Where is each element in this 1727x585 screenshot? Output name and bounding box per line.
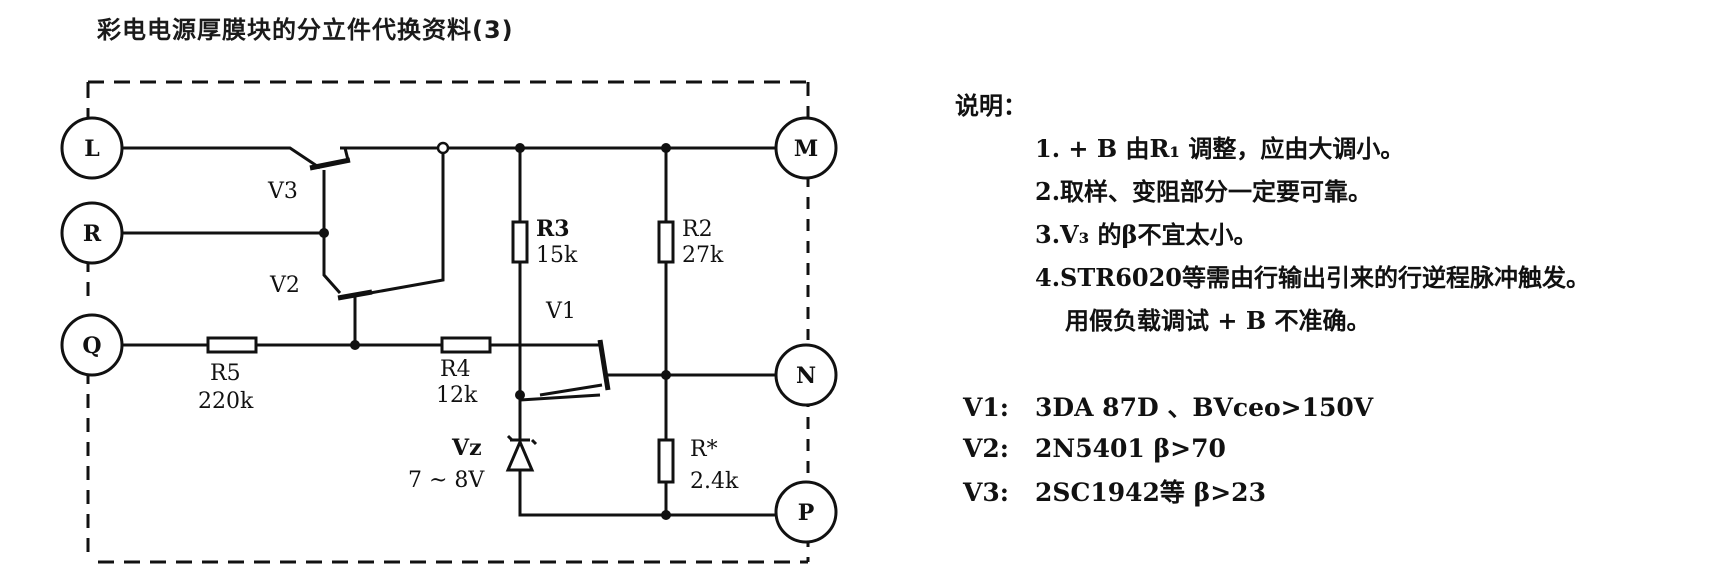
circuit-diagram: L R Q M N P V3 V2 V1 R3 15k R2 27k R5 22… xyxy=(60,80,838,564)
v2-transistor xyxy=(337,289,373,301)
part-row: V1: 3DA 87D 、BVceo>150V xyxy=(963,388,1373,424)
rstar-label: R* xyxy=(690,437,718,462)
terminal-m-label: M xyxy=(794,136,818,162)
terminal-m xyxy=(774,116,838,180)
part-name: V2: xyxy=(963,434,1010,463)
part-spec: 2SC1942等 β>23 xyxy=(1035,478,1266,507)
vz-value: 7 ~ 8V xyxy=(408,468,485,493)
v3-label: V3 xyxy=(267,179,298,204)
r3-label: R3 xyxy=(536,216,570,242)
note-item: 1. + B 由R₁ 调整，应由大调小。 xyxy=(1035,134,1405,163)
terminal-p-label: P xyxy=(798,500,815,526)
r4-resistor xyxy=(440,336,492,354)
part-spec: 2N5401 β>70 xyxy=(1035,434,1226,463)
terminal-q xyxy=(60,313,124,377)
r3-value: 15k xyxy=(536,243,578,268)
note-item-continuation: 用假负载调试 + B 不准确。 xyxy=(1065,306,1371,335)
parts-list: V1: 3DA 87D 、BVceo>150V V2: 2N5401 β>70 V3… xyxy=(963,388,1373,519)
r5-resistor xyxy=(206,336,258,354)
note-item: 2.取样、变阻部分一定要可靠。 xyxy=(1035,177,1373,206)
r4-label: R4 xyxy=(440,357,471,382)
note-item: 4.STR6020等需由行输出引来的行逆程脉冲触发。 xyxy=(1035,263,1590,292)
terminal-l xyxy=(60,116,124,180)
terminal-p xyxy=(774,480,838,544)
v1-transistor xyxy=(597,339,611,391)
terminal-n-label: N xyxy=(796,363,816,389)
r5-label: R5 xyxy=(210,361,241,386)
r2-label: R2 xyxy=(682,217,713,242)
vz-zener-diode xyxy=(505,434,538,480)
terminal-q-label: Q xyxy=(82,333,101,359)
part-row: V3: 2SC1942等 β>23 xyxy=(963,473,1373,509)
r2-resistor xyxy=(657,220,675,264)
notes-section: 说明： 1. + B 由R₁ 调整，应由大调小。 2.取样、变阻部分一定要可靠。… xyxy=(955,86,1590,336)
r3-resistor xyxy=(511,220,529,264)
terminal-n xyxy=(774,343,838,407)
r4-value: 12k xyxy=(436,383,478,408)
r2-value: 27k xyxy=(682,243,724,268)
terminal-l-label: L xyxy=(84,136,99,162)
v3-transistor xyxy=(309,157,351,171)
r5-value: 220k xyxy=(198,389,254,414)
v2-label: V2 xyxy=(269,273,300,298)
part-row: V2: 2N5401 β>70 xyxy=(963,434,1373,463)
part-name: V3: xyxy=(963,478,1010,507)
part-name: V1: xyxy=(963,393,1010,422)
notes-heading: 说明： xyxy=(955,91,1027,120)
terminal-r xyxy=(60,201,124,265)
vz-label: Vz xyxy=(451,435,482,461)
rstar-value: 2.4k xyxy=(690,469,739,494)
terminal-r-label: R xyxy=(83,221,102,247)
wire-v3-v2 xyxy=(322,170,342,294)
page-title: 彩电电源厚膜块的分立件代换资料(3) xyxy=(97,16,514,44)
v1-label: V1 xyxy=(545,299,576,324)
wire-top xyxy=(122,146,321,170)
rstar-resistor xyxy=(657,438,675,484)
part-spec: 3DA 87D 、BVceo>150V xyxy=(1035,393,1374,422)
note-item: 3.V₃ 的β不宜太小。 xyxy=(1035,220,1258,249)
